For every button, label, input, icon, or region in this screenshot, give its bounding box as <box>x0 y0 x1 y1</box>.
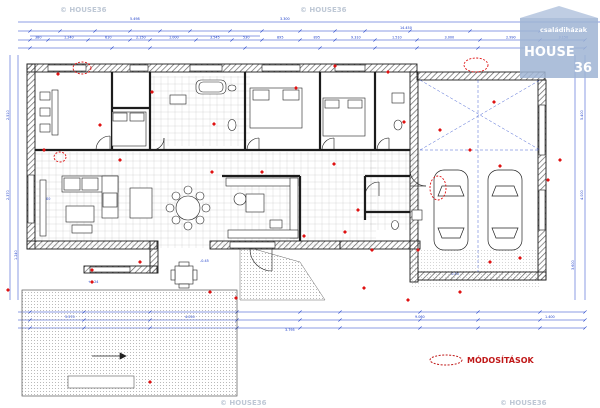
red-marker <box>518 256 522 260</box>
dimension-top-inner: 610 <box>105 36 111 40</box>
red-marker <box>98 123 102 127</box>
dimension-top-inner: 1.000 <box>169 36 179 40</box>
dimension-right-3: 3.600 <box>571 260 575 270</box>
driveway <box>410 250 540 288</box>
dimension-top-inner: 3.000 <box>445 36 455 40</box>
interior-walls <box>35 72 410 241</box>
watermark-2: © HOUSE36 <box>300 6 347 14</box>
dimension-left-1: 2.370 <box>6 190 10 200</box>
dimension-top-inner: 530 <box>243 36 249 40</box>
red-marker <box>333 64 337 68</box>
brand-number: 36 <box>574 61 592 76</box>
red-marker <box>42 148 46 152</box>
dimension-top-inner: 1.240 <box>64 36 74 40</box>
modification-markers <box>53 57 489 201</box>
red-marker <box>90 280 94 284</box>
red-marker <box>416 248 420 252</box>
car-left <box>433 169 469 251</box>
brand-house: HOUSE <box>524 45 575 60</box>
red-marker <box>458 290 462 294</box>
dimension-bottom-4: 9.060 <box>415 315 425 319</box>
brand-logo: családiházak HOUSE 36 <box>520 6 598 78</box>
red-marker <box>498 164 502 168</box>
legend-symbol <box>429 354 463 366</box>
dimension-top-inner: 380 <box>35 36 41 40</box>
dimension-top-inner: 2.990 <box>506 36 516 40</box>
red-marker <box>370 248 374 252</box>
red-marker <box>90 268 94 272</box>
tv-unit <box>39 179 153 237</box>
red-marker <box>56 72 60 76</box>
red-marker <box>6 288 10 292</box>
sofa <box>61 175 119 219</box>
brand-top: családiházak <box>540 26 588 34</box>
section-arrow <box>92 352 127 360</box>
red-marker <box>210 170 214 174</box>
red-marker <box>492 100 496 104</box>
dimension-top-1: 5.498 <box>130 17 140 21</box>
floor-tiling <box>36 76 420 248</box>
dimension-top-inner: 895 <box>277 36 283 40</box>
red-marker <box>343 230 347 234</box>
watermarks: © HOUSE36 © HOUSE36 © HOUSE36 © HOUSE36 <box>60 6 547 407</box>
red-marker <box>332 162 336 166</box>
outdoor-table <box>170 261 198 289</box>
doors <box>95 135 427 272</box>
red-marker <box>438 128 442 132</box>
red-marker <box>148 380 152 384</box>
dimension-left-3: 1.240 <box>14 250 18 260</box>
red-marker <box>234 296 238 300</box>
dimension-top-inner: 9.310 <box>351 36 361 40</box>
dimension-top-inner: 1.510 <box>392 36 402 40</box>
red-marker <box>150 90 154 94</box>
watermark-3: © HOUSE36 <box>220 399 267 407</box>
red-marker <box>546 178 550 182</box>
dining-table <box>165 185 211 231</box>
entrance-path <box>239 244 326 301</box>
bed-left <box>111 111 147 147</box>
bed-middle <box>249 87 303 129</box>
red-marker <box>302 234 306 238</box>
dimension-top-3: 14.450 <box>400 26 412 30</box>
level-mark-terrace: -0.45 <box>200 259 209 263</box>
dimension-top-inner: 895 <box>314 36 320 40</box>
bathroom-fixtures <box>169 84 423 230</box>
red-marker <box>208 290 212 294</box>
red-marker <box>402 120 406 124</box>
dimension-top-inner: 3.545 <box>210 36 220 40</box>
dimension-bottom-5: 1.400 <box>545 315 555 319</box>
dimension-top-inner: 2.150 <box>136 36 146 40</box>
red-marker <box>558 158 562 162</box>
red-marker <box>212 122 216 126</box>
red-marker <box>362 286 366 290</box>
red-marker <box>468 148 472 152</box>
office-desks <box>39 89 59 136</box>
red-marker <box>488 260 492 264</box>
dimension-right-1: 5.400 <box>580 110 584 120</box>
watermark-1: © HOUSE36 <box>60 6 107 14</box>
terrace-step <box>67 375 135 389</box>
dimension-left-2: 2.510 <box>6 110 10 120</box>
watermark-4: © HOUSE36 <box>500 399 547 407</box>
bathtub <box>195 79 227 95</box>
red-marker <box>260 170 264 174</box>
dimension-right-2: 4.000 <box>580 190 584 200</box>
kitchen-counter <box>225 177 299 239</box>
red-marker <box>356 208 360 212</box>
dimension-top-2: 3.300 <box>280 17 290 21</box>
red-marker <box>138 260 142 264</box>
roof-guides <box>419 79 541 272</box>
car-right <box>487 169 523 251</box>
red-marker <box>118 158 122 162</box>
bed-right <box>322 97 366 137</box>
red-markers <box>6 64 562 384</box>
red-marker <box>386 70 390 74</box>
legend: MÓDOSÍTÁSOK <box>429 354 535 366</box>
red-marker <box>294 86 298 90</box>
coffee-table <box>65 205 95 234</box>
red-marker <box>406 298 410 302</box>
dimension-bottom-1: 3.795 <box>285 328 295 332</box>
legend-label: MÓDOSÍTÁSOK <box>467 354 535 365</box>
